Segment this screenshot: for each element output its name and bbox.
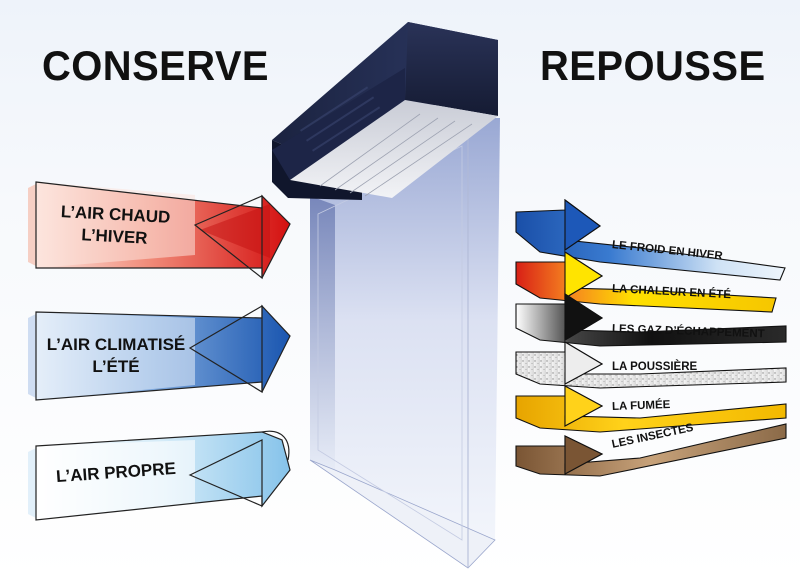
- conserve-heading: CONSERVE: [42, 42, 270, 89]
- air-curtain-unit: [272, 22, 498, 200]
- repousse-label-smoke: LA FUMÉE: [611, 398, 671, 413]
- repousse-arrow-gas: [515, 292, 787, 347]
- conserve-arrow-hot: [28, 181, 291, 280]
- conserve-arrow-cool: [28, 304, 291, 401]
- repousse-arrow-cold: [515, 198, 786, 281]
- conserve-label-hot: L’AIR CHAUD L’HIVER: [39, 200, 191, 252]
- repousse-arrow-dust: [515, 341, 787, 389]
- repousse-arrow-insects: [515, 423, 787, 477]
- conserve-label-cool: L’AIR CLIMATISÉ L’ÉTÉ: [38, 334, 194, 378]
- conserve-label-cool-line1: L’AIR CLIMATISÉ: [46, 335, 186, 354]
- conserve-label-cool-line2: L’ÉTÉ: [92, 357, 140, 376]
- repousse-heading: REPOUSSE: [540, 42, 766, 89]
- repousse-arrow-heat: [515, 250, 777, 313]
- repousse-label-dust: LA POUSSIÈRE: [612, 361, 698, 373]
- repousse-arrow-smoke: [515, 385, 787, 433]
- conserve-arrow-clean: [28, 430, 291, 521]
